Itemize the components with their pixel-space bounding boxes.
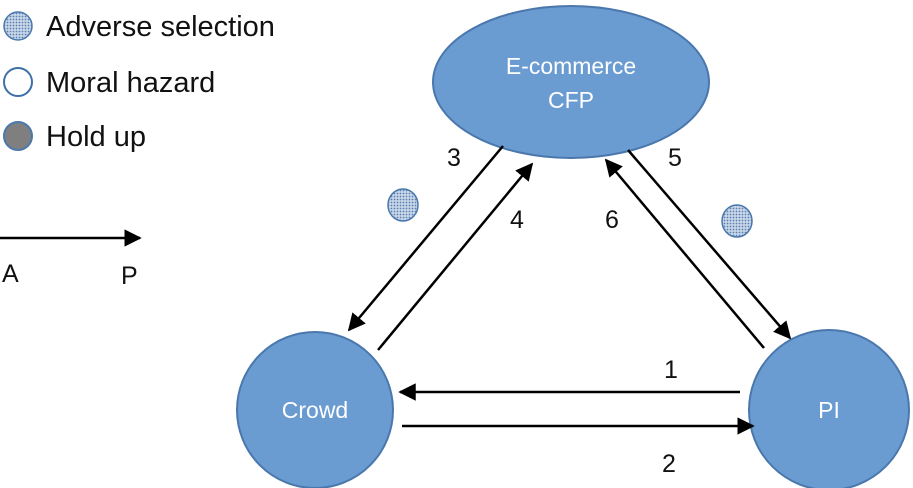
edge-6-arrow bbox=[604, 158, 765, 349]
pi-circle bbox=[748, 329, 910, 488]
crowd-label: Crowd bbox=[282, 397, 348, 423]
pi-label: PI bbox=[818, 397, 840, 423]
legend-item-adverse-selection: Adverse selection bbox=[3, 11, 275, 43]
edge-4-label: 4 bbox=[510, 206, 524, 234]
ecommerce-cfp-label-line2: CFP bbox=[548, 87, 594, 113]
crowd-circle bbox=[236, 331, 394, 488]
legend-arrow-from: A bbox=[2, 260, 19, 288]
node-pi: PI bbox=[748, 329, 910, 488]
edge-2-label: 2 bbox=[662, 450, 676, 478]
legend-label-moral-hazard: Moral hazard bbox=[46, 67, 215, 99]
node-crowd: Crowd bbox=[236, 331, 394, 488]
edge-6-label: 6 bbox=[605, 206, 619, 234]
adverse-selection-swatch bbox=[3, 11, 33, 41]
moral-hazard-swatch bbox=[3, 67, 33, 97]
legend-item-moral-hazard: Moral hazard bbox=[3, 67, 215, 99]
edge-5-label: 5 bbox=[668, 144, 682, 172]
edge-3-label: 3 bbox=[447, 144, 461, 172]
edge-5-arrow bbox=[627, 149, 792, 340]
ecommerce-cfp-label-line1: E-commerce bbox=[506, 53, 636, 79]
edge-3-arrow bbox=[347, 145, 504, 332]
ecommerce-cfp-ellipse bbox=[432, 5, 710, 159]
legend: Adverse selection Moral hazard Hold up A… bbox=[0, 11, 275, 290]
legend-arrow-to: P bbox=[121, 262, 138, 290]
edges: 1 2 3 4 5 6 bbox=[347, 144, 792, 478]
hold-up-swatch bbox=[3, 121, 33, 151]
legend-agent-principal-arrow: A P bbox=[0, 229, 142, 290]
node-ecommerce-cfp: E-commerce CFP bbox=[432, 5, 710, 159]
edge-4-arrow bbox=[377, 162, 534, 351]
adverse-selection-marker-right bbox=[721, 204, 753, 238]
adverse-selection-marker-left bbox=[387, 188, 419, 222]
legend-item-hold-up: Hold up bbox=[3, 121, 146, 153]
edge-1-label: 1 bbox=[664, 356, 678, 384]
legend-label-adverse-selection: Adverse selection bbox=[46, 11, 275, 43]
legend-label-hold-up: Hold up bbox=[46, 121, 146, 153]
